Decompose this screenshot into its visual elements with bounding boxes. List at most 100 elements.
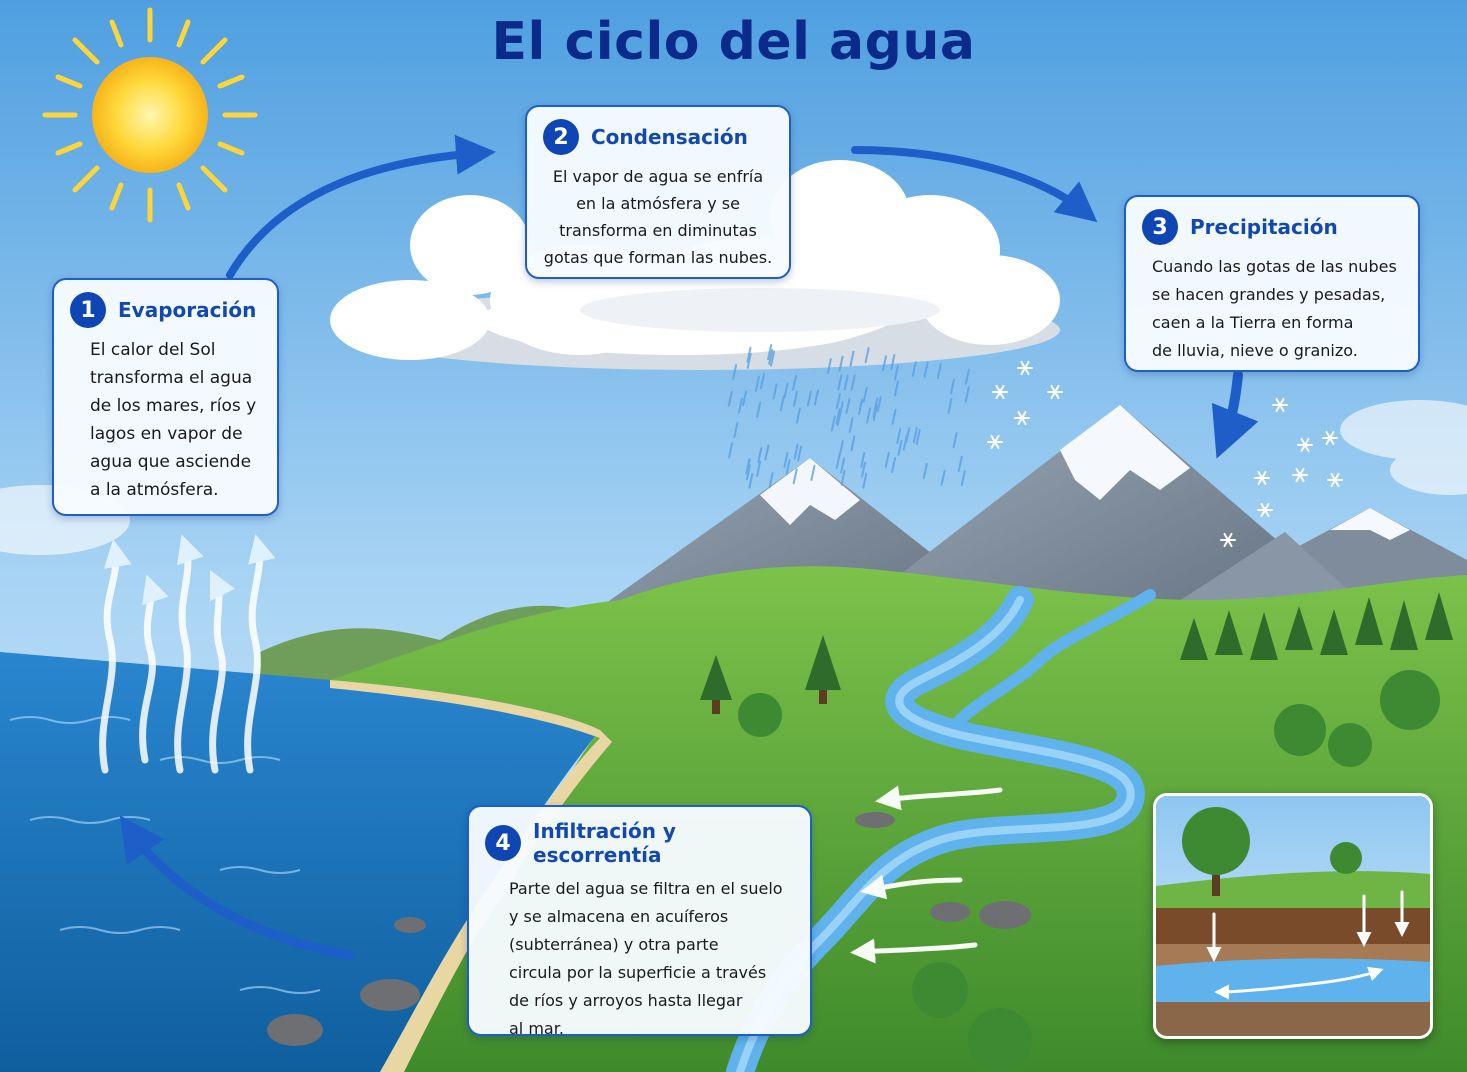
raindrop xyxy=(746,346,752,363)
raindrop xyxy=(767,344,773,361)
snowflake xyxy=(1327,472,1343,488)
raindrop xyxy=(850,435,856,452)
raindrop xyxy=(830,415,836,432)
raindrop xyxy=(835,452,841,469)
raindrop xyxy=(733,422,739,439)
snowflake xyxy=(1322,430,1338,446)
raindrop xyxy=(783,451,789,468)
step-card-infiltration-runoff: 4 Infiltración y escorrentía Parte del a… xyxy=(467,805,812,1038)
snowflake xyxy=(1220,532,1236,548)
snowflake xyxy=(1254,470,1270,486)
raindrop xyxy=(754,375,760,392)
raindrop xyxy=(893,380,899,397)
raindrop xyxy=(727,390,733,407)
raindrop xyxy=(840,457,846,474)
raindrop xyxy=(795,407,801,424)
raindrop xyxy=(872,401,878,418)
raindrop xyxy=(768,348,774,365)
raindrop xyxy=(890,353,896,370)
step-number-badge: 2 xyxy=(543,119,579,155)
step-description: Cuando las gotas de las nubes se hacen g… xyxy=(1152,257,1397,360)
rocks xyxy=(267,812,1031,1046)
raindrop xyxy=(779,395,785,412)
raindrop xyxy=(797,445,803,462)
raindrop xyxy=(737,397,743,414)
raindrop xyxy=(768,472,774,489)
raindrop xyxy=(838,401,844,418)
raindrop xyxy=(952,432,958,449)
raindrop xyxy=(837,374,843,391)
raindrop xyxy=(862,386,868,403)
raindrop xyxy=(756,401,762,418)
raindrop xyxy=(813,389,819,406)
raindrop xyxy=(849,350,855,367)
step-description: El vapor de agua se enfría en la atmósfe… xyxy=(543,167,773,267)
step-title: Precipitación xyxy=(1190,215,1338,239)
raindrop xyxy=(792,468,798,485)
raindrop xyxy=(860,451,866,468)
step-title: Evaporación xyxy=(118,298,257,322)
soil-cross-section-icon xyxy=(1156,796,1430,1036)
snowflake xyxy=(1017,360,1033,376)
step-card-header: 4 Infiltración y escorrentía xyxy=(485,819,794,867)
raindrop xyxy=(843,374,849,391)
raindrop xyxy=(923,361,929,378)
raindrop xyxy=(897,439,903,456)
raindrop xyxy=(742,390,748,407)
raindrop xyxy=(785,458,791,475)
step-card-evaporation: 1 Evaporación El calor del Sol transform… xyxy=(52,278,279,516)
step-card-header: 2 Condensación xyxy=(543,119,773,155)
cloud-icon xyxy=(330,160,1060,370)
raindrop xyxy=(745,464,751,481)
step-description: Parte del agua se filtra en el suelo y s… xyxy=(509,879,783,1038)
raindrop xyxy=(912,427,918,444)
raindrop xyxy=(964,368,970,385)
raindrop xyxy=(732,364,738,381)
snowflake xyxy=(1257,502,1273,518)
raindrop xyxy=(757,447,763,464)
raindrop xyxy=(858,398,864,415)
step-card-precipitation: 3 Precipitación Cuando las gotas de las … xyxy=(1124,195,1420,372)
snowflake xyxy=(1272,397,1288,413)
snowflake xyxy=(992,384,1008,400)
raindrop xyxy=(872,404,878,421)
raindrop xyxy=(838,355,844,372)
sea xyxy=(0,652,600,1072)
step-number-badge: 4 xyxy=(485,825,521,861)
raindrop xyxy=(947,398,953,415)
raindrop xyxy=(792,390,798,407)
raindrop xyxy=(760,373,766,390)
raindrop xyxy=(940,469,946,486)
raindrop xyxy=(864,347,870,364)
raindrop xyxy=(746,352,752,369)
raindrop xyxy=(957,455,963,472)
step-card-header: 3 Precipitación xyxy=(1142,209,1402,245)
raindrop xyxy=(845,397,851,414)
raindrop xyxy=(838,440,844,457)
raindrop xyxy=(745,458,751,475)
arrow-icon xyxy=(119,134,1259,960)
raindrop xyxy=(770,350,776,367)
step-card-condensation: 2 Condensación El vapor de agua se enfrí… xyxy=(525,105,791,279)
step-description: El calor del Sol transforma el agua de l… xyxy=(90,340,257,500)
raindrop xyxy=(882,355,888,372)
step-title: Infiltración y escorrentía xyxy=(533,819,676,867)
step-number-badge: 3 xyxy=(1142,209,1178,245)
raindrop xyxy=(964,386,970,403)
snowflake xyxy=(987,434,1003,450)
raindrop xyxy=(850,374,856,391)
raindrop xyxy=(950,378,956,395)
raindrop xyxy=(848,416,854,433)
vapor-arrows xyxy=(99,534,276,774)
raindrop xyxy=(748,472,754,489)
snowflake xyxy=(1014,410,1030,426)
raindrop xyxy=(862,472,868,489)
river-flow-arrows xyxy=(850,785,1003,964)
page-title: El ciclo del agua xyxy=(491,12,976,72)
raindrop xyxy=(960,470,966,487)
rain-icon xyxy=(727,344,970,489)
step-number-badge: 1 xyxy=(70,292,106,328)
step-card-header: 1 Evaporación xyxy=(70,292,261,328)
sun-icon xyxy=(42,7,258,223)
raindrop xyxy=(793,443,799,460)
